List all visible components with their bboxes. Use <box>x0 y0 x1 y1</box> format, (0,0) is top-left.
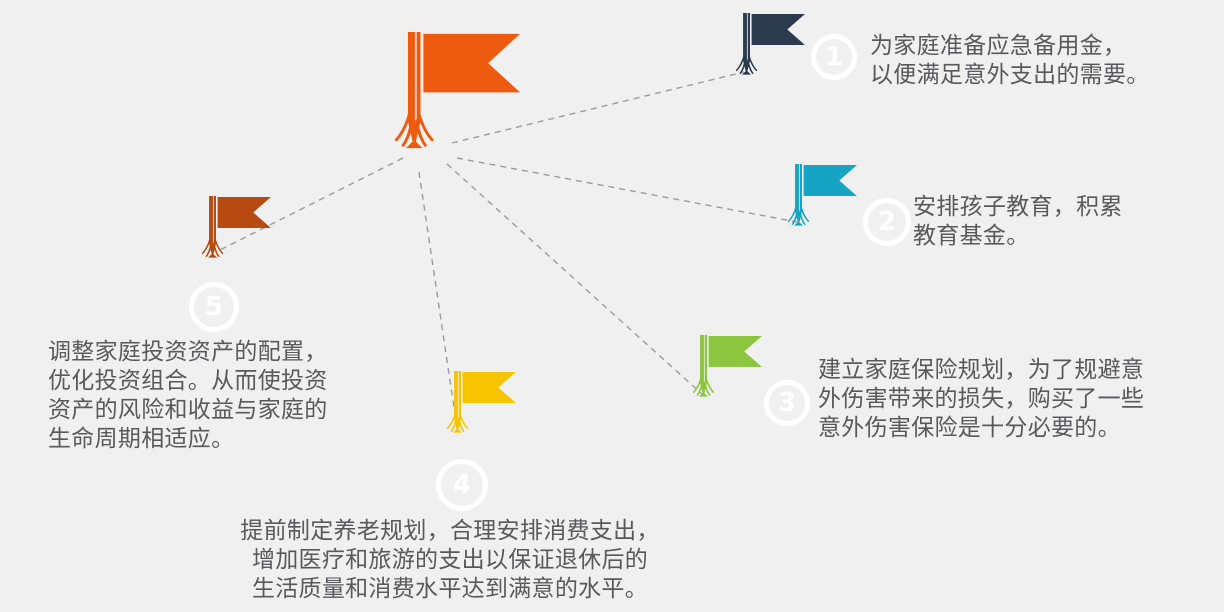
step-3-flag-icon <box>692 334 763 398</box>
step-5-flag-icon <box>201 195 272 259</box>
step-4-flag-icon <box>446 370 517 434</box>
step-1-number-badge: 1 <box>811 34 857 80</box>
connector-line-4 <box>418 171 458 429</box>
connector-line-2 <box>456 157 798 223</box>
step-2-number-badge: 2 <box>863 198 911 246</box>
step-1-flag-icon <box>735 12 806 76</box>
connector-line-3 <box>446 163 703 395</box>
connector-line-5 <box>217 157 404 252</box>
main-flag-icon <box>394 30 522 150</box>
step-2-text: 安排孩子教育，积累 教育基金。 <box>913 194 1123 249</box>
step-4-text: 提前制定养老规划，合理安排消费支出， 增加医疗和旅游的支出以保证退休后的 生活质… <box>240 518 660 602</box>
step-5-number-badge: 5 <box>189 282 239 332</box>
step-1-text: 为家庭准备应急备用金， 以便满足意外支出的需要。 <box>870 33 1150 88</box>
step-3-text: 建立家庭保险规划，为了规避意 外伤害带来的损失，购买了一些 意外伤害保险是十分必… <box>818 357 1145 441</box>
step-4-number-badge: 4 <box>436 459 488 511</box>
step-2-flag-icon <box>787 163 858 227</box>
step-3-number-badge: 3 <box>764 380 810 426</box>
step-5-text: 调整家庭投资资产的配置， 优化投资组合。从而使投资 资产的风险和收益与家庭的 生… <box>48 339 328 452</box>
